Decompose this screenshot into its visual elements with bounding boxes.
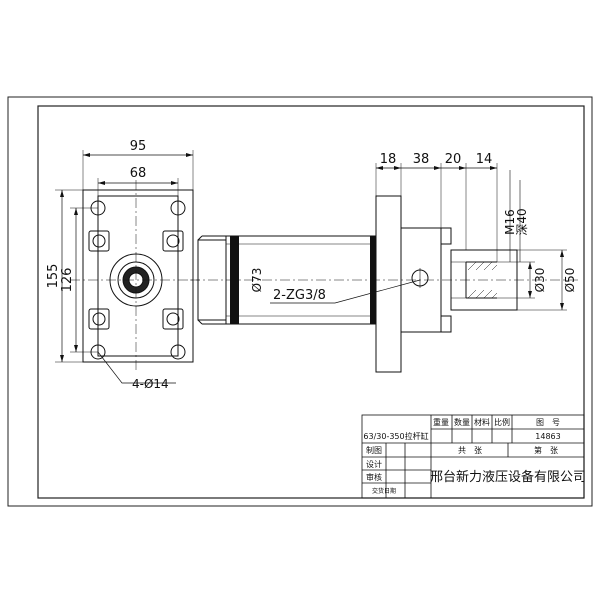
- dim-port: 2-ZG3/8: [273, 288, 326, 303]
- dim-18: 18: [380, 152, 397, 167]
- title-design: 设计: [366, 459, 382, 469]
- inner-border: [37, 105, 585, 499]
- outer-border: [7, 96, 593, 507]
- dim-bore: Ø73: [250, 268, 264, 293]
- title-drawing-no-label: 图 号: [536, 418, 560, 427]
- title-drawn: 制图: [366, 445, 382, 455]
- barrel-band-right: [370, 236, 376, 324]
- title-sheet-no: 第 张: [534, 445, 558, 455]
- title-date: 交货日期: [372, 487, 396, 495]
- dim-126: 126: [60, 268, 75, 293]
- title-qty: 数量: [454, 417, 470, 427]
- title-company: 邢台新力液压设备有限公司: [430, 469, 586, 485]
- title-material: 材料: [474, 417, 490, 427]
- dim-m16: M16: [503, 209, 517, 235]
- dim-rod: Ø30: [533, 268, 547, 293]
- dim-depth: 深40: [515, 208, 529, 235]
- title-drawing-no: 14863: [535, 432, 560, 441]
- title-scale: 比例: [494, 417, 510, 427]
- side-view-arrows: [376, 166, 564, 310]
- title-total-sheets: 共 张: [458, 446, 482, 455]
- dim-38: 38: [413, 152, 430, 167]
- dim-68: 68: [130, 166, 147, 181]
- dim-20: 20: [445, 152, 462, 167]
- dim-holes: 4-Ø14: [132, 377, 169, 391]
- title-model: 63/30-350拉杆缸: [363, 431, 428, 441]
- end-view: [55, 150, 200, 384]
- title-block: [361, 414, 585, 499]
- title-weight: 重量: [433, 417, 449, 427]
- side-view: [190, 163, 580, 373]
- title-review: 审核: [366, 472, 382, 482]
- dim-flange: Ø50: [563, 268, 577, 293]
- end-view-arrows: [60, 153, 193, 362]
- dim-95: 95: [130, 139, 147, 154]
- dim-155: 155: [46, 264, 61, 289]
- barrel-band-left: [230, 236, 239, 324]
- dim-14: 14: [476, 152, 493, 167]
